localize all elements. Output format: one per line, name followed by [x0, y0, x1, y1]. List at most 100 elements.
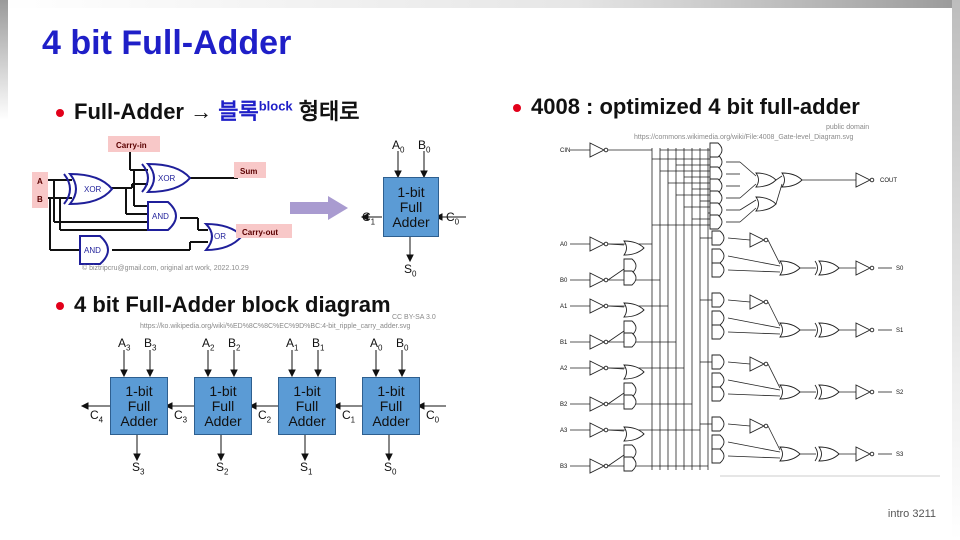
input-b-label: B [37, 195, 43, 204]
pin-c4: C4 [90, 408, 104, 425]
adder-block-0: 1-bit Full Adder [362, 377, 420, 435]
stage0-xor-gate [818, 260, 840, 276]
pin-c1-chain: C1 [342, 408, 356, 425]
input-buffer-A2 [589, 360, 606, 376]
carry-out-label: Carry-out [242, 228, 278, 237]
input-label-A2: A2 [560, 366, 568, 372]
pin-a2: A2 [202, 336, 215, 353]
chain-license: CC BY-SA 3.0 [392, 314, 436, 321]
input-a-label: A [37, 177, 43, 186]
carry-in-label: Carry-in [116, 141, 147, 150]
output-label-S0: S0 [896, 266, 904, 272]
carry-or-gate-a [755, 172, 777, 188]
cin-buffer-gate [589, 142, 606, 158]
pin-s3: S3 [132, 460, 145, 477]
stage2-and-gate-b [623, 394, 637, 410]
output-label-S1: S1 [896, 328, 904, 334]
stage2-xor-gate [818, 384, 840, 400]
carry-or-gate-c [781, 172, 803, 188]
sum-label: Sum [240, 167, 257, 176]
pin-a1: A1 [286, 336, 299, 353]
stage1-nand-buffer [749, 294, 766, 310]
input-label-A3: A3 [560, 428, 568, 434]
carry-or-gate-b [755, 196, 777, 212]
pin-b0: B0 [418, 138, 431, 155]
input-buffer-A0 [589, 236, 606, 252]
stage3-nor-gate [779, 446, 801, 462]
and1-label: AND [152, 212, 169, 221]
pin-b3: B3 [144, 336, 157, 353]
stage1-xor-gate [818, 322, 840, 338]
stage3-and-gate-c [711, 416, 725, 432]
carry-in-label-bg [108, 136, 160, 152]
sum-label-bg [234, 162, 266, 178]
stage0-and-gate-d [711, 248, 725, 264]
pin-a3: A3 [118, 336, 131, 353]
pin-s0-chain: S0 [384, 460, 397, 477]
input-label-B2: B2 [560, 402, 568, 408]
output-buffer-S0 [855, 260, 872, 276]
pin-b2: B2 [228, 336, 241, 353]
pin-b0-chain: B0 [396, 336, 409, 353]
block-superscript: block [258, 98, 293, 114]
stage3-and-gate-b [623, 456, 637, 472]
chain-url: https://ko.wikipedia.org/wiki/%ED%8C%8C%… [140, 323, 411, 330]
output-label-S3: S3 [896, 452, 904, 458]
korean-block-word: 블록 [218, 99, 259, 124]
pin-s0: S0 [404, 262, 417, 279]
input-label-B3: B3 [560, 464, 568, 470]
pin-b1: B1 [312, 336, 325, 353]
stage1-or-gate [623, 302, 645, 318]
carry-and-gate-top [709, 142, 723, 158]
transform-arrow-icon [290, 196, 348, 220]
stage2-and-gate-e [711, 386, 725, 402]
adder-block-1: 1-bit Full Adder [278, 377, 336, 435]
stage2-or-gate [623, 364, 645, 380]
stage0-and-gate-b [623, 270, 637, 286]
stage0-nand-buffer [749, 232, 766, 248]
bullet-text: 4 bit Full-Adder block diagram [74, 292, 391, 317]
bullet-dot [56, 302, 64, 311]
xor1-label: XOR [84, 185, 102, 194]
right-edge-gradient [952, 0, 960, 540]
or-label: OR [214, 232, 226, 241]
pin-c0: C0 [446, 210, 460, 227]
stage2-nor-gate [779, 384, 801, 400]
left-edge-gradient [0, 0, 8, 120]
cout-buffer-gate [855, 172, 872, 188]
input-label-B1: B1 [560, 340, 568, 346]
stage1-and-gate-d [711, 310, 725, 326]
bullet-text: Full-Adder → [74, 99, 219, 124]
stage1-and-gate-e [711, 324, 725, 340]
output-buffer-S1 [855, 322, 872, 338]
stage2-and-gate-d [711, 372, 725, 388]
carry-and-gate-5 [709, 214, 723, 230]
pin-c3: C3 [174, 408, 188, 425]
cout-label: COUT [880, 178, 897, 184]
stage0-and-gate-c [711, 230, 725, 246]
ic4008-url: https://commons.wikimedia.org/wiki/File:… [634, 134, 854, 141]
bullet-4008: 4008 : optimized 4 bit full-adder [513, 94, 860, 120]
pin-a0: A0 [392, 138, 405, 155]
stage2-nand-buffer [749, 356, 766, 372]
bullet-full-adder-block: Full-Adder → 블록block 형태로 [56, 94, 360, 126]
adder-block-2: 1-bit Full Adder [194, 377, 252, 435]
stage1-and-gate-c [711, 292, 725, 308]
input-buffer-B0 [589, 272, 606, 288]
stage3-or-gate [623, 426, 645, 442]
pin-c0-chain: C0 [426, 408, 440, 425]
stage3-nand-buffer [749, 418, 766, 434]
output-label-S2: S2 [896, 390, 904, 396]
input-buffer-B2 [589, 396, 606, 412]
input-buffer-B3 [589, 458, 606, 474]
input-label-A0: A0 [560, 242, 568, 248]
full-adder-gate-circuit: Carry-in Sum Carry-out A B XOR XOR AND O… [32, 136, 292, 265]
single-adder-arrows [360, 151, 466, 263]
pin-c2: C2 [258, 408, 272, 425]
pin-s1: S1 [300, 460, 313, 477]
xor2-label: XOR [158, 174, 176, 183]
ab-label-bg [32, 172, 48, 208]
circuit-credit: © biztripcru@gmail.com, original art wor… [82, 265, 249, 272]
stage0-and-gate-e [711, 262, 725, 278]
